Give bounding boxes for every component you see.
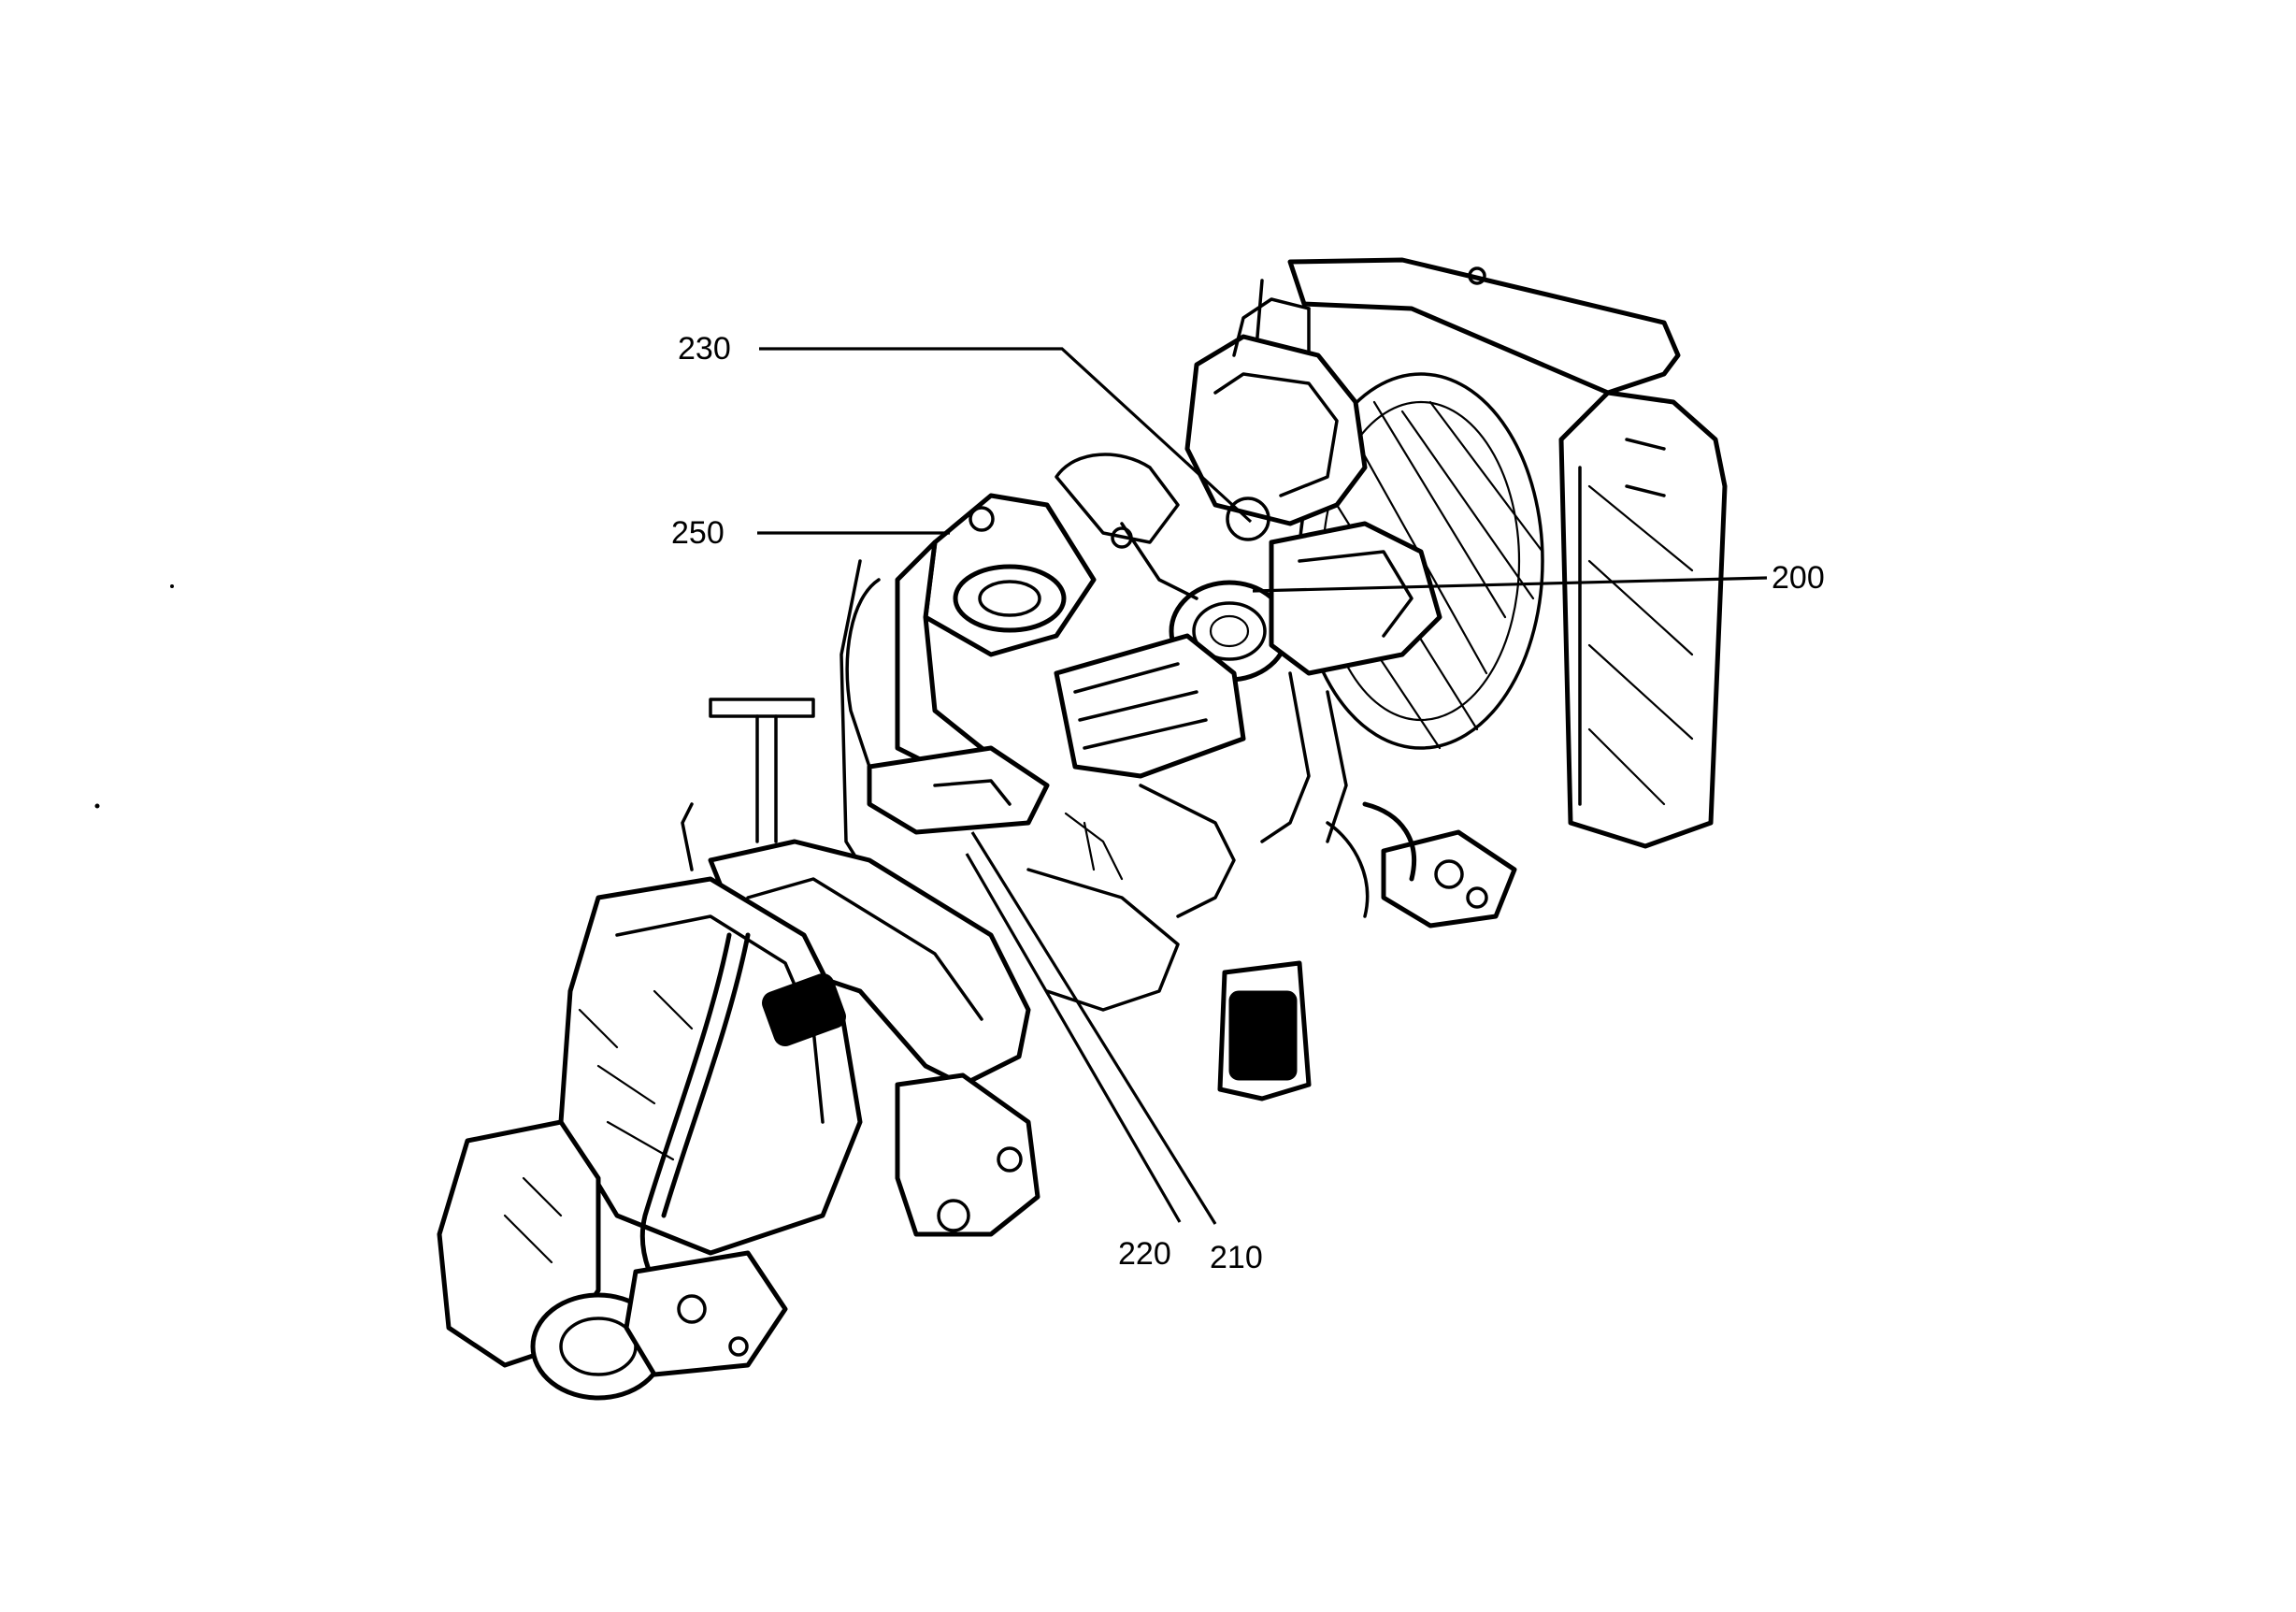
leader-220: [965, 853, 1182, 1223]
transmission-drawing: [437, 802, 1040, 1401]
callout-250: 250: [671, 515, 725, 551]
callout-labels: 230 250 200 220 210: [671, 331, 1825, 1275]
engine-assembly-illustration: [94, 257, 1728, 1401]
leader-210: [970, 831, 1217, 1225]
callout-220: 220: [1118, 1236, 1171, 1272]
support-stand-drawing: [709, 698, 815, 843]
oil-filter-drawing: [1217, 801, 1517, 1101]
callout-230: 230: [678, 331, 731, 367]
callout-210: 210: [1210, 1240, 1263, 1275]
leader-lines: [757, 347, 1768, 1225]
turbocharger-drawing: [1055, 297, 1442, 683]
leader-200: [1252, 576, 1768, 593]
callout-200: 200: [1772, 560, 1825, 596]
leader-230: [759, 347, 1253, 524]
